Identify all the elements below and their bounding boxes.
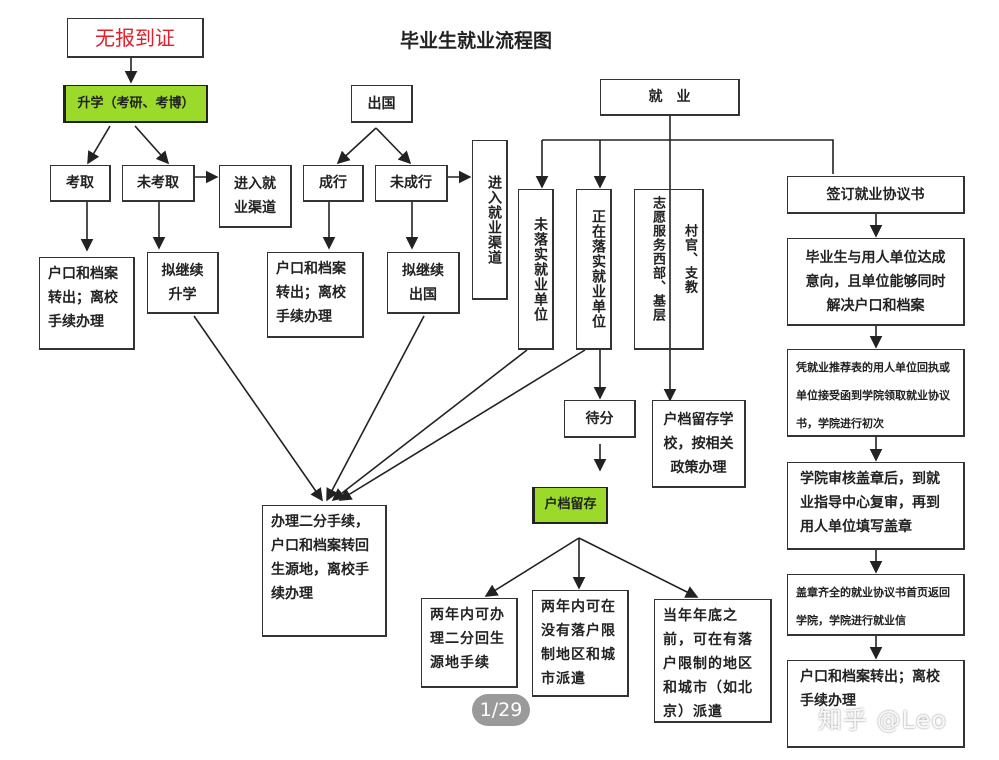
volunteer-west-label: 志愿服务西部、基层 bbox=[650, 196, 665, 322]
continue-abroad-box: 拟继续出国 bbox=[387, 252, 460, 314]
option-return-box: 两年内可办理二分回生源地手续 bbox=[421, 598, 518, 688]
no-report-box: 无报到证 bbox=[67, 18, 204, 58]
agreement-step-5: 户口和档案转出；离校手续办理 bbox=[787, 660, 965, 748]
agreement-step-2: 凭就业推荐表的用人单位回执或单位接受函到学院领取就业协议书，学院进行初次 bbox=[787, 349, 965, 437]
transfer-out-box-2: 户口和档案转出；离校手续办理 bbox=[267, 252, 364, 338]
employment-box: 就 业 bbox=[600, 79, 740, 116]
transfer-out-box-1: 户口和档案转出；离校手续办理 bbox=[39, 257, 135, 350]
not-admitted-box: 未考取 bbox=[122, 165, 195, 202]
keep-records-box: 户档留存 bbox=[532, 487, 608, 524]
abroad-box: 出国 bbox=[351, 85, 413, 123]
continue-study-box: 拟继续升学 bbox=[147, 252, 219, 314]
village-teacher-label: 村官、支教 bbox=[682, 224, 697, 294]
page-indicator: 1/29 bbox=[472, 694, 530, 726]
admitted-box: 考取 bbox=[50, 165, 111, 202]
enter-job-channel-box: 进入就业渠道 bbox=[219, 165, 292, 228]
return-origin-box: 办理二分手续，户口和档案转回生源地，离校手续办理 bbox=[262, 505, 387, 637]
further-study-box: 升学（考研、考博） bbox=[63, 85, 208, 123]
pending-employer-box: 正在落实就业单位 bbox=[576, 189, 612, 350]
option-unrestricted-box: 两年内可在没有落户限制地区和城市派遣 bbox=[532, 590, 629, 697]
option-year-end-box: 当年年底之前，可在有落户限制的地区和城市（如北京）派遣 bbox=[654, 599, 772, 723]
agreement-step-3: 学院审核盖章后，到就业指导中心复审，再到用人单位填写盖章 bbox=[787, 462, 965, 550]
no-employer-box: 未落实就业单位 bbox=[518, 189, 554, 350]
agreement-step-1: 毕业生与用人单位达成意向，且单位能够同时解决户口和档案 bbox=[787, 238, 965, 326]
went-abroad-box: 成行 bbox=[303, 165, 364, 202]
agreement-step-4: 盖章齐全的就业协议书首页返回学院，学院进行就业信 bbox=[787, 574, 965, 636]
watermark: 知乎 @Leo bbox=[818, 706, 948, 734]
page-title: 毕业生就业流程图 bbox=[400, 30, 553, 52]
grassroots-box: 志愿服务西部、基层 村官、支教 bbox=[634, 189, 704, 350]
sign-agreement-box: 签订就业协议书 bbox=[787, 176, 965, 214]
await-assignment-box: 待分 bbox=[564, 400, 636, 438]
not-went-abroad-box: 未成行 bbox=[375, 165, 448, 202]
keep-at-school-box: 户档留存学校，按相关政策办理 bbox=[652, 400, 746, 488]
enter-job-channel-vertical-box: 进入就业渠道 bbox=[472, 140, 508, 300]
